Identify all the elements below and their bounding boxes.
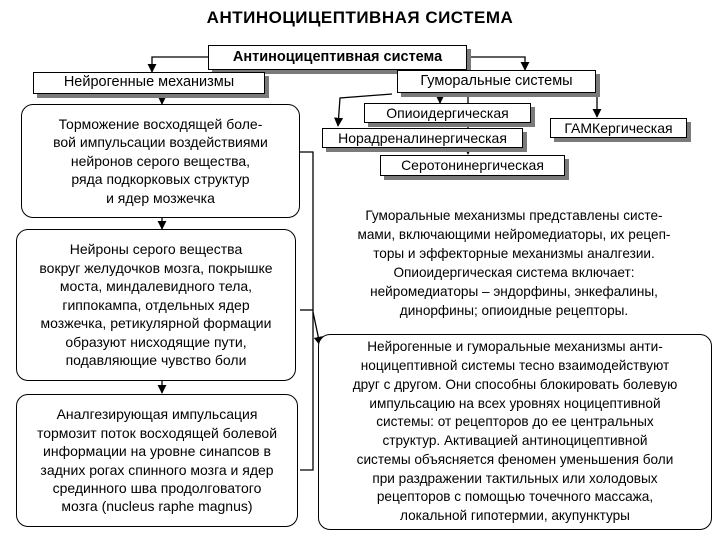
serotonergic-system-box: Серотонинергическая <box>380 155 565 176</box>
neurogenic-item-1: Торможение восходящей боле- вой импульса… <box>21 104 300 218</box>
branch-humoral: Гуморальные системы <box>397 70 596 93</box>
root-box: Антиноцицептивная система <box>208 45 467 70</box>
opioid-system-box: Опиоидергическая <box>364 103 531 123</box>
neurogenic-item-3: Аналгезирующая импульсация тормозит пото… <box>16 394 298 527</box>
page-title: АНТИНОЦИЦЕПТИВНАЯ СИСТЕМА <box>206 8 514 27</box>
interaction-box: Нейрогенные и гуморальные механизмы анти… <box>318 334 712 530</box>
neurogenic-item-2: Нейроны серого вещества вокруг желудочко… <box>16 229 296 381</box>
noradrenergic-system-box: Норадреналинергическая <box>322 128 523 148</box>
humoral-description-text: Гуморальные механизмы представлены систе… <box>357 207 671 319</box>
branch-neurogenic: Нейрогенные механизмы <box>33 72 265 94</box>
gaba-system-box: ГАМКергическая <box>550 118 687 138</box>
